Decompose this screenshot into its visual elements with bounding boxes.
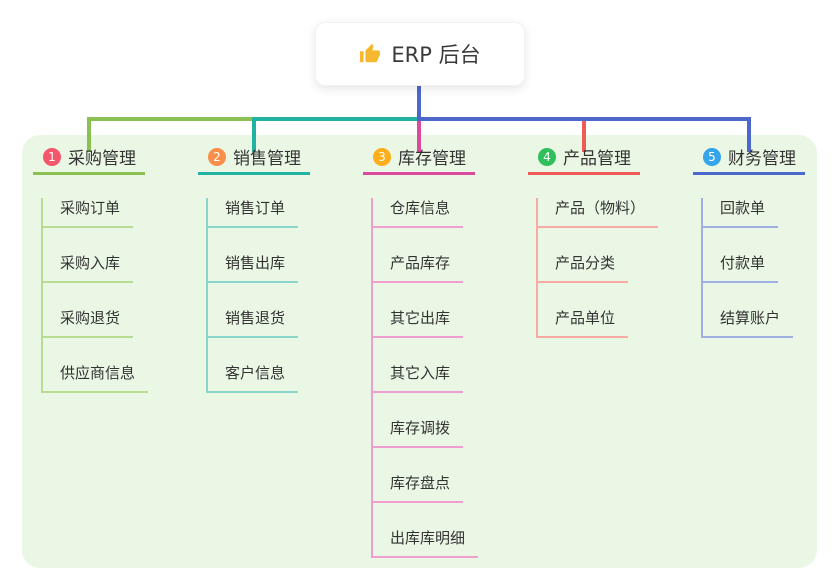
- branch-1: 1 采购管理采购订单采购入库采购退货供应商信息: [33, 146, 183, 393]
- branch-title[interactable]: 1 采购管理: [33, 146, 145, 175]
- child-node[interactable]: 库存调拨: [373, 418, 464, 448]
- child-node[interactable]: 仓库信息: [373, 198, 464, 228]
- branch-children: 销售订单销售出库销售退货客户信息: [206, 198, 299, 393]
- child-node[interactable]: 供应商信息: [43, 363, 149, 393]
- branch-children: 采购订单采购入库采购退货供应商信息: [41, 198, 149, 393]
- child-node[interactable]: 其它入库: [373, 363, 464, 393]
- branch-number-badge: 5: [703, 147, 721, 166]
- branch-number-badge: 3: [373, 147, 391, 166]
- branch-3: 3 库存管理仓库信息产品库存其它出库其它入库库存调拨库存盘点出库库明细: [363, 146, 513, 558]
- child-node[interactable]: 产品分类: [538, 253, 629, 283]
- branch-4: 4 产品管理产品（物料） 产品分类产品单位: [528, 146, 678, 338]
- branch-title[interactable]: 2 销售管理: [198, 146, 310, 175]
- root-node[interactable]: ERP 后台: [315, 22, 525, 86]
- child-node[interactable]: 产品（物料）: [538, 198, 659, 228]
- branch-number-badge: 2: [208, 147, 226, 166]
- branch-children: 仓库信息产品库存其它出库其它入库库存调拨库存盘点出库库明细: [371, 198, 479, 558]
- branch-label: 库存管理: [398, 149, 466, 169]
- branches-panel: [22, 135, 817, 568]
- branch-5: 5 财务管理回款单付款单结算账户: [693, 146, 839, 338]
- branch-children: 产品（物料） 产品分类产品单位: [536, 198, 659, 338]
- connector-drop-5: [747, 117, 751, 152]
- connector-drop-4: [582, 117, 586, 152]
- child-node[interactable]: 其它出库: [373, 308, 464, 338]
- connector-drop-2: [252, 117, 256, 152]
- child-node[interactable]: 产品库存: [373, 253, 464, 283]
- connector-horizontal-2: [252, 117, 421, 121]
- child-node[interactable]: 产品单位: [538, 308, 629, 338]
- child-node[interactable]: 回款单: [703, 198, 779, 228]
- branch-title[interactable]: 3 库存管理: [363, 146, 475, 175]
- child-node[interactable]: 出库库明细: [373, 528, 479, 558]
- child-node[interactable]: 库存盘点: [373, 473, 464, 503]
- child-node[interactable]: 销售订单: [208, 198, 299, 228]
- connector-drop-3: [417, 117, 421, 152]
- child-node[interactable]: 客户信息: [208, 363, 299, 393]
- branch-title[interactable]: 4 产品管理: [528, 146, 640, 175]
- root-title: ERP 后台: [391, 43, 481, 67]
- child-node[interactable]: 销售退货: [208, 308, 299, 338]
- child-node[interactable]: 采购退货: [43, 308, 134, 338]
- child-node[interactable]: 采购入库: [43, 253, 134, 283]
- child-node[interactable]: 销售出库: [208, 253, 299, 283]
- branch-label: 产品管理: [563, 149, 631, 169]
- branch-label: 采购管理: [68, 149, 136, 169]
- root-trunk: [417, 85, 421, 121]
- branch-title[interactable]: 5 财务管理: [693, 146, 805, 175]
- child-node[interactable]: 采购订单: [43, 198, 134, 228]
- branch-2: 2 销售管理销售订单销售出库销售退货客户信息: [198, 146, 348, 393]
- branch-children: 回款单付款单结算账户: [701, 198, 794, 338]
- connector-drop-1: [87, 117, 91, 152]
- branch-number-badge: 4: [538, 147, 556, 166]
- child-node[interactable]: 结算账户: [703, 308, 794, 338]
- thumbs-up-icon: [359, 43, 381, 65]
- connector-horizontal-5: [417, 117, 751, 121]
- branch-label: 销售管理: [233, 149, 301, 169]
- branch-label: 财务管理: [728, 149, 796, 169]
- branch-number-badge: 1: [43, 147, 61, 166]
- child-node[interactable]: 付款单: [703, 253, 779, 283]
